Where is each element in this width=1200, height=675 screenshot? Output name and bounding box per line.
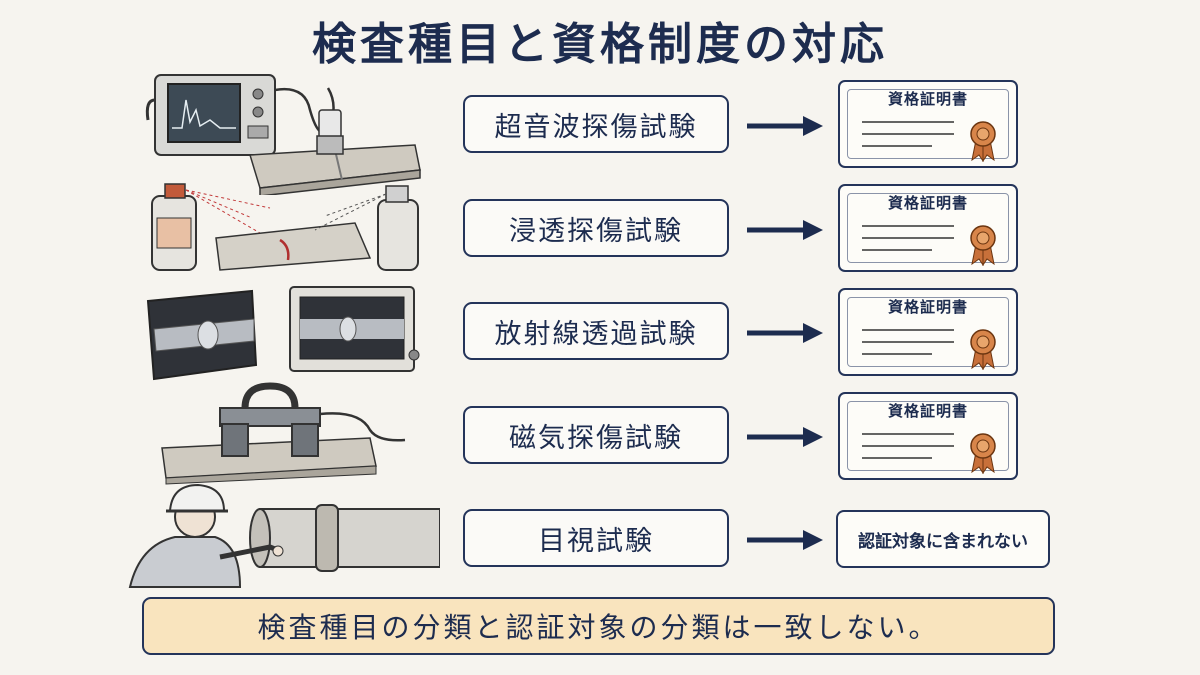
method-visual: 目視試験 (463, 509, 729, 567)
certificate-title: 資格証明書 (887, 194, 968, 212)
ultrasonic-testing-illustration (145, 74, 421, 195)
award-seal-icon (970, 433, 996, 474)
text-lines-decoration (862, 433, 954, 459)
certificate-card: 資格証明書 (838, 80, 1018, 168)
certificate-card: 資格証明書 (838, 184, 1018, 272)
method-magnetic: 磁気探傷試験 (463, 406, 729, 464)
text-lines-decoration (862, 121, 954, 147)
arrow-right-icon (747, 530, 823, 550)
method-ultrasonic: 超音波探傷試験 (463, 95, 729, 153)
arrow-right-icon (747, 116, 823, 136)
text-lines-decoration (862, 225, 954, 251)
arrow-right-icon (747, 220, 823, 240)
arrow-right-icon (747, 323, 823, 343)
certificate-title: 資格証明書 (887, 90, 968, 108)
text-lines-decoration (862, 329, 954, 355)
conclusion-banner: 検査種目の分類と認証対象の分類は一致しない。 (142, 597, 1055, 655)
not-certified-box: 認証対象に含まれない (836, 510, 1050, 568)
award-seal-icon (970, 329, 996, 370)
visual-testing-illustration (128, 483, 440, 588)
penetrant-testing-illustration (151, 183, 419, 271)
method-penetrant: 浸透探傷試験 (463, 199, 729, 257)
radiographic-testing-illustration (146, 286, 420, 381)
certificate-card: 資格証明書 (838, 392, 1018, 480)
award-seal-icon (970, 225, 996, 266)
award-seal-icon (970, 121, 996, 162)
certificate-card: 資格証明書 (838, 288, 1018, 376)
page-title: 検査種目と資格制度の対応 (312, 19, 888, 70)
certificate-title: 資格証明書 (887, 298, 968, 316)
arrow-right-icon (747, 427, 823, 447)
method-radiographic: 放射線透過試験 (463, 302, 729, 360)
magnetic-testing-illustration (161, 382, 406, 485)
certificate-title: 資格証明書 (887, 402, 968, 420)
